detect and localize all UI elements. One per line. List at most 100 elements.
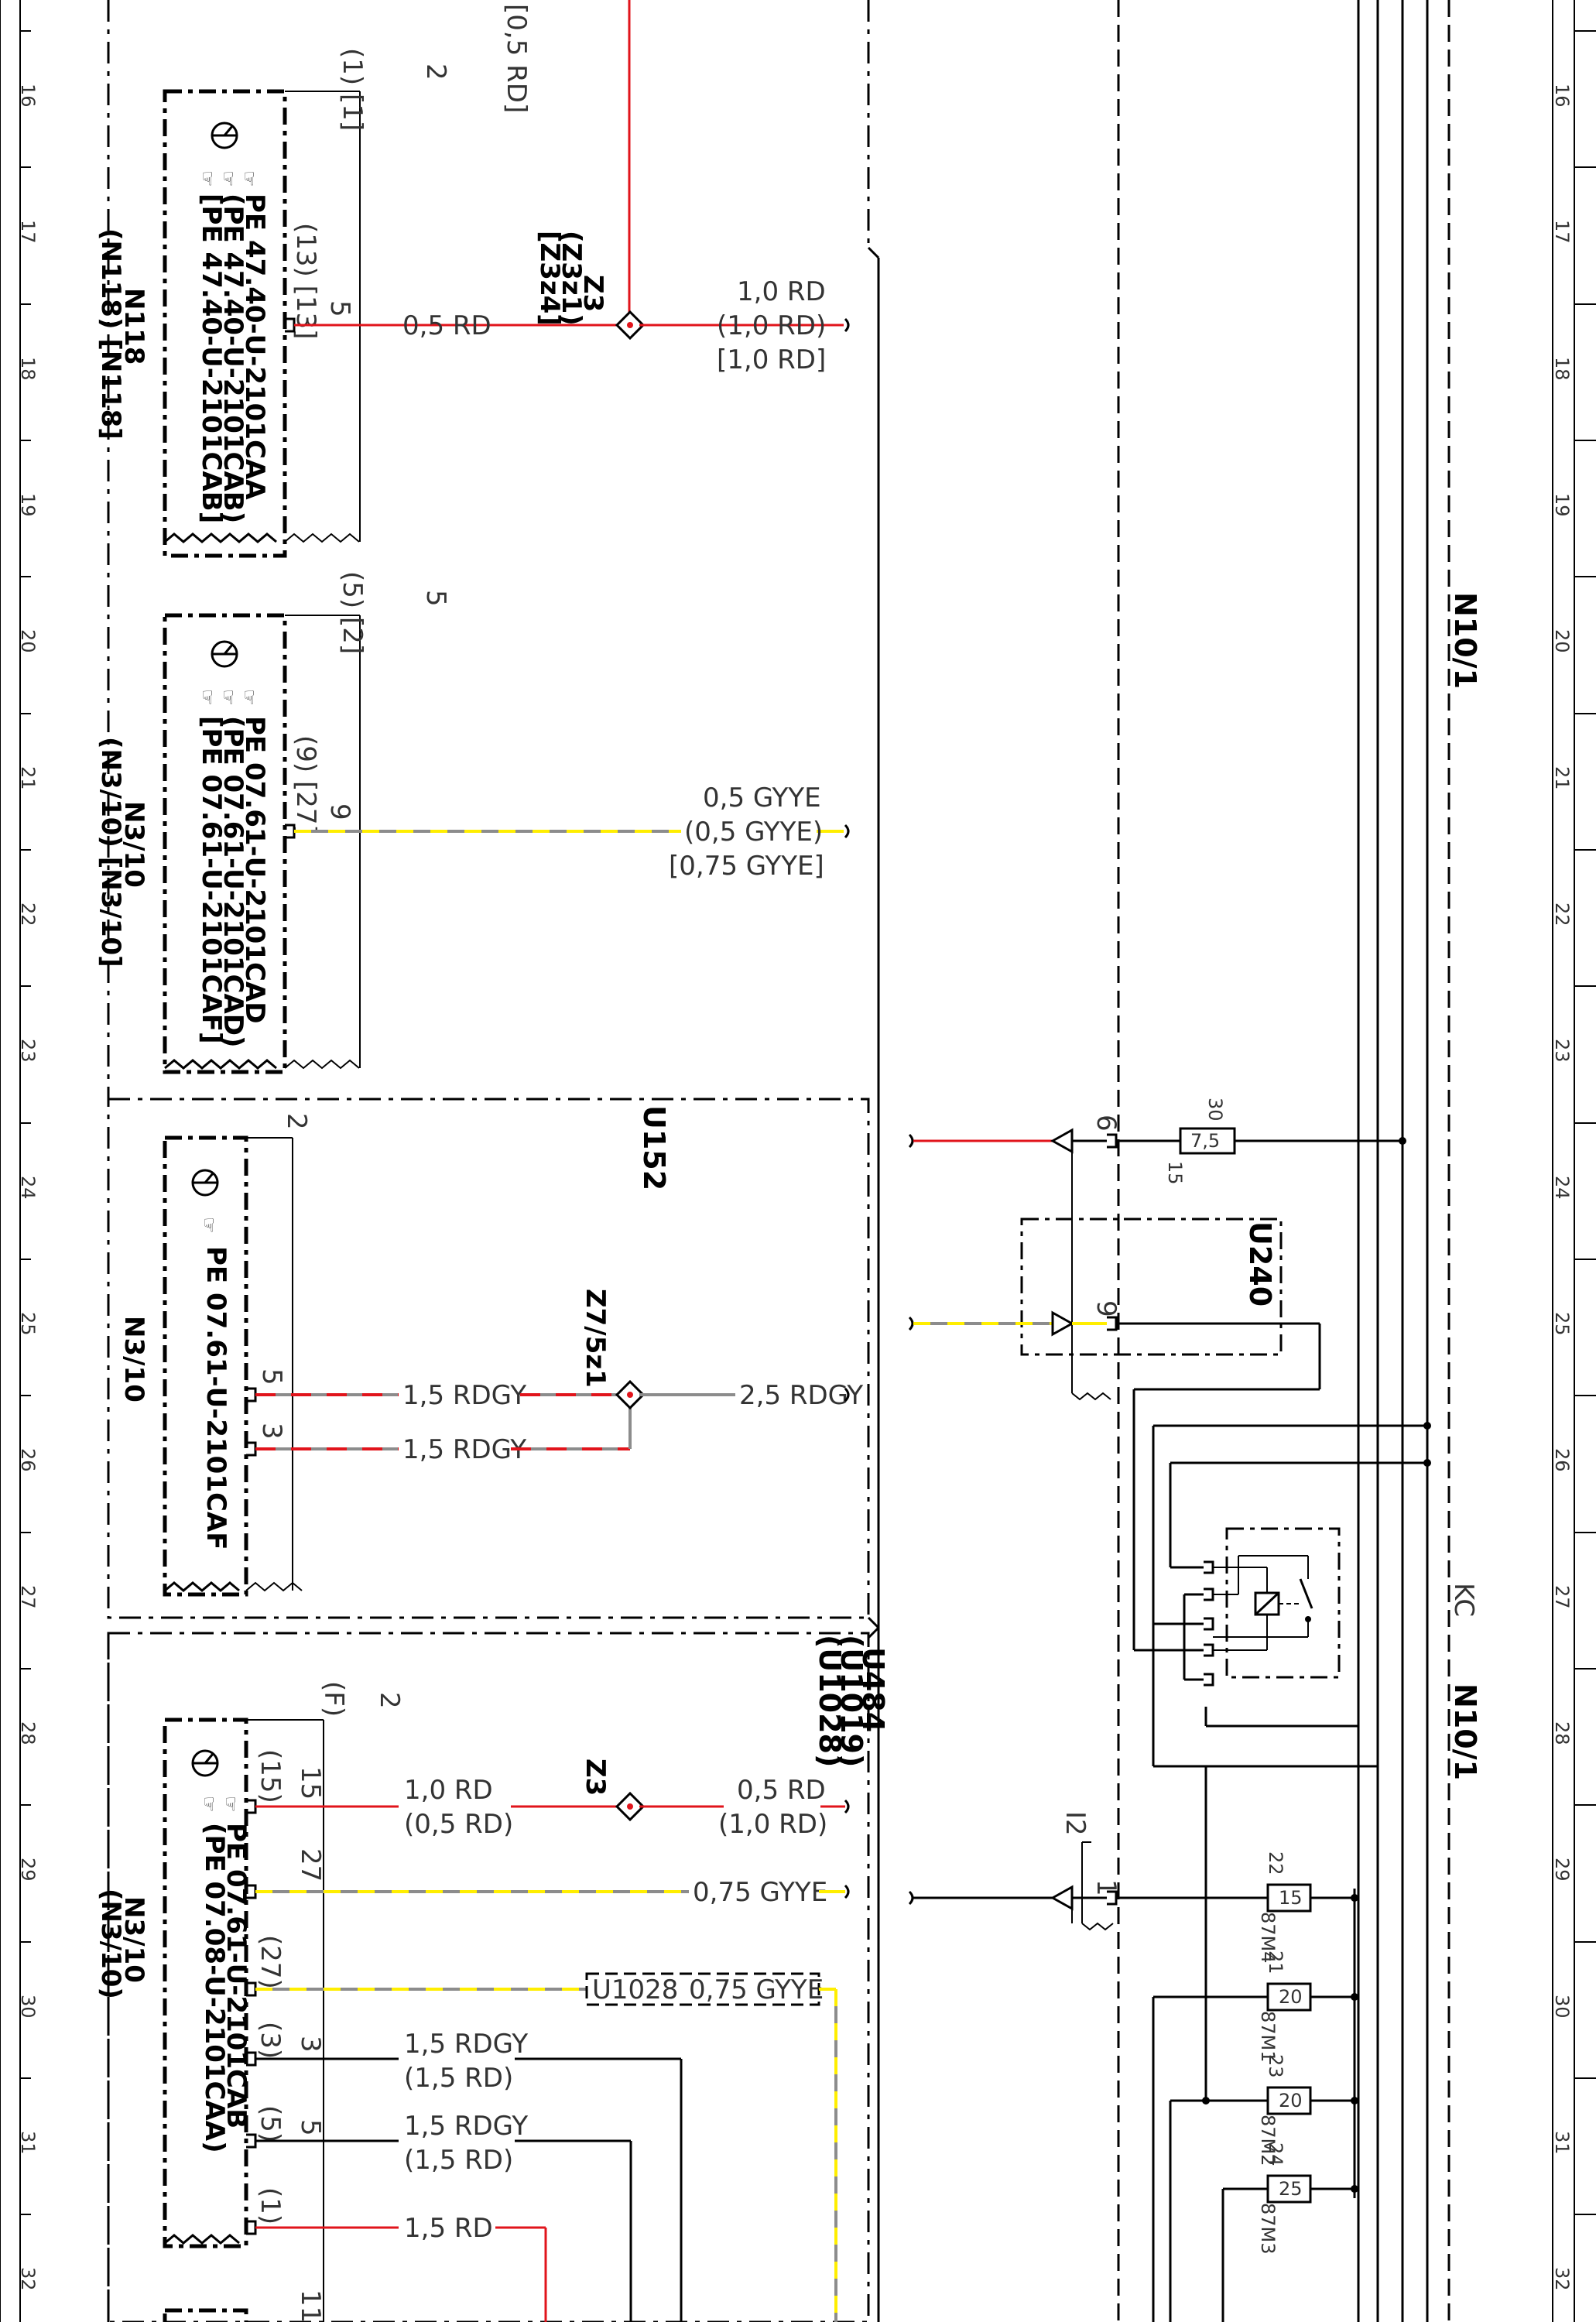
row-number: 22 [1551,902,1573,926]
row-number: 29 [1551,1858,1573,1882]
n310a-top-pin-alt: (5) [2] [337,571,368,654]
u484-pe-line-1: PE 07.61-U-2101CAB [221,1823,252,2128]
n118-pe-line-3: [PE 47.40-U-2101CAB] [196,194,227,523]
n118-pin-alt: (13) [13] [290,223,321,339]
right-circuitry: 6 7,5 30 15 U240 9 [908,1098,1431,2322]
n118-pe-line-2: (PE 47.40-U-2101CAB) [217,194,248,523]
row-number: 18 [1551,357,1573,381]
u484-pin-alt: (27) [255,1935,286,1989]
ground-point-icon [191,1749,219,1777]
wire-label: (1,0 RD) [717,310,826,341]
row-number: 26 [17,1448,39,1472]
wire-label: (0,5 RD) [404,1809,513,1840]
row-number: 29 [17,1858,39,1882]
row-number: 27 [17,1585,39,1609]
hand-icon: ☞ [197,689,218,706]
u484-designator: N3/10 [118,1896,149,1983]
z3-lower-label: Z3 [580,1759,611,1796]
wire-label: (1,5 RD) [404,2145,513,2176]
fuse-name: 87M4 [1257,1912,1279,1964]
n310a-pin-alt: (9) [27] [290,735,321,835]
fuse-number: 21 [1265,1950,1286,1974]
row-number: 21 [17,766,39,790]
u484-next-pin: 11 [295,2289,326,2322]
u152-pe-line: PE 07.61-U-2101CAF [200,1246,231,1550]
wire-label: [1,0 RD] [717,344,826,375]
wire-label: (0,5 GYYE) [684,817,823,848]
n310a-designator-alt: (N3/10) [N3/10] [95,737,126,968]
row-number: 31 [1551,2131,1573,2155]
u484-pin-alt: (3) [255,2022,286,2059]
wire-label: [0,75 GYYE] [669,851,824,882]
row-number: 27 [1551,1585,1573,1609]
u152-top-pin: 2 [281,1113,312,1130]
u484-pin-alt: (15) [255,1749,286,1803]
u484-label-alt2: (U1028) [813,1635,847,1767]
u484-pe-line-2: (PE 07.08-U-2101CAA) [199,1823,230,2153]
u152-pin-a: 5 [256,1368,287,1385]
u484-pin: 3 [295,2036,326,2053]
n118-designator-alt: (N118) [N118] [95,228,126,440]
right-grid-ruler: 16 17 18 19 20 21 22 23 24 25 26 27 28 2… [1551,0,1596,2322]
hand-icon: ☞ [198,1796,220,1813]
wire-label: 1,5 RDGY [404,2029,528,2060]
row-number: 20 [17,629,39,653]
n118-wire-label: 0,5 RD [402,310,491,341]
wire-label: 1,5 RD [404,2213,493,2244]
row-number: 28 [17,1721,39,1745]
u240-label: U240 [1243,1221,1277,1307]
ground-point-icon [191,1169,219,1197]
ground-point-icon [211,122,238,149]
fuse-value: 15 [1279,1887,1303,1909]
n310a-top-pin: 5 [420,590,451,607]
wire-label: 1,5 RDGY [402,1434,526,1465]
wire-label: 1,0 RD [737,276,826,307]
wire-label: 0,75 GYYE [693,1877,827,1908]
u484-pin-alt: (1) [255,2187,286,2224]
hand-icon: ☞ [238,689,260,706]
n118-pe-line-1: PE 47.40-U-2101CAA [239,194,270,500]
frame-lines [107,0,1450,2322]
row-number: 20 [1551,629,1573,653]
row-number: 32 [1551,2267,1573,2291]
u484-top-pin: 2 [374,1692,405,1709]
n118-designator: N118 [118,288,149,365]
n118-top-pin: 2 [420,63,451,80]
row-number: 24 [17,1176,39,1200]
row-number: 17 [1551,220,1573,244]
fuse-name: 87M1 [1257,2011,1279,2063]
fuse-number: 23 [1265,2054,1286,2078]
row-number: 21 [1551,766,1573,790]
row-number: 19 [17,493,39,517]
hand-icon: ☞ [217,689,239,706]
n118-top-pin-alt: (1) [1] [337,48,368,131]
fuse-number: 24 [1265,2142,1286,2166]
u484-pin: 27 [295,1848,326,1882]
row-number: 31 [17,2131,39,2155]
fuse-in: 30 [1204,1098,1226,1122]
z3-label-alt1: (Z3z1) [556,231,587,326]
fuse-name: 87M3 [1257,2203,1279,2255]
row-number: 25 [1551,1312,1573,1336]
wire-label: (1,0 RD) [718,1809,827,1840]
hand-icon: ☞ [198,1217,220,1234]
u152-pin-b: 3 [256,1423,287,1440]
module-n310-a: ☞ ☞ ☞ PE 07.61-U-2101CAD (PE 07.61-U-210… [95,571,850,1074]
u484-top-pin-alt: (F) [318,1681,349,1717]
n310a-pe-line-2: (PE 07.61-U-2101CAD) [217,716,248,1048]
row-number: 22 [17,902,39,926]
hand-icon: ☞ [217,170,239,187]
row-number: 26 [1551,1448,1573,1472]
wire-label: 0,5 GYYE [703,783,821,813]
module-n118: ☞ ☞ ☞ PE 47.40-U-2101CAA (PE 47.40-U-210… [95,48,627,558]
pin-6: 6 [1091,1115,1122,1132]
row-number: 30 [17,1995,39,2019]
pin-1: 1 [1091,1879,1122,1896]
n118-pin: 5 [324,300,355,317]
pin-9: 9 [1091,1300,1122,1317]
u484-label: U484 [856,1647,890,1732]
row-number: 28 [1551,1721,1573,1745]
fuse-value: 25 [1279,2178,1303,2200]
row-number: 25 [17,1312,39,1336]
left-grid-ruler: 16 17 18 19 20 21 22 23 24 25 26 27 28 2… [0,0,39,2322]
